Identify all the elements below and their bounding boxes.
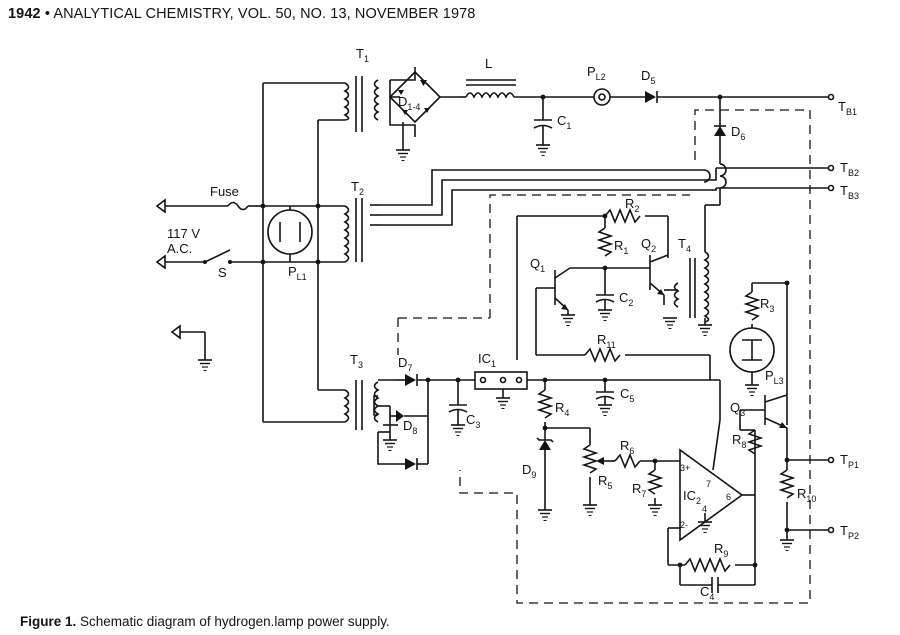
diode-d8 [396, 410, 404, 422]
r6-label: R6 [620, 438, 634, 456]
pilot-lamp-pl2 [593, 88, 645, 106]
regulator-section [373, 371, 764, 593]
r7-label: R7 [632, 481, 646, 499]
tp1-label: TP1 [840, 452, 859, 470]
c2-label: C2 [619, 290, 633, 308]
d8-label: D8 [403, 418, 417, 436]
pl3-label: PL3 [765, 368, 784, 386]
d6-label: D6 [731, 124, 745, 142]
shield-enclosure [397, 109, 811, 604]
ic2-label: IC2 [683, 488, 701, 506]
caption-text: Schematic diagram of hydrogen.lamp power… [80, 614, 390, 629]
r3-label: R3 [760, 296, 774, 314]
c4-label: C4 [700, 584, 714, 602]
t2-secondary-leads [380, 167, 828, 226]
fuse-symbol [227, 201, 249, 211]
input-type-label: A.C. [167, 241, 192, 256]
tb1-label: TB1 [838, 99, 857, 117]
ic2-pin-4: 4 [702, 504, 707, 514]
c5-label: C5 [620, 386, 634, 404]
r1-label: R1 [614, 238, 628, 256]
lamp-regulator-section [729, 280, 828, 552]
bridge-rectifier-d1-4 [388, 67, 460, 162]
d9-label: D9 [522, 462, 536, 480]
r8-label: R8 [732, 432, 746, 450]
tb2-label: TB2 [840, 160, 859, 178]
tb3-label: TB3 [840, 183, 859, 201]
resistor-r9 [684, 556, 731, 574]
switch-s [204, 249, 231, 263]
l-label: L [485, 56, 492, 71]
resistor-r6 [614, 452, 641, 470]
output-terminals [827, 93, 835, 534]
pl2-label: PL2 [587, 64, 606, 82]
diode-d6 [704, 97, 727, 252]
q2-label: Q2 [641, 236, 656, 254]
resistor-r10 [778, 469, 796, 499]
transformer-t2 [343, 198, 380, 263]
choke-l [460, 79, 594, 99]
potentiometer-r5 [581, 444, 599, 474]
r10-label: R10 [797, 486, 816, 504]
ac-input [155, 198, 263, 270]
resistor-r2 [604, 207, 641, 225]
t3-label: T3 [350, 352, 363, 370]
r5-label: R5 [598, 473, 612, 491]
c1-label: C1 [557, 113, 571, 131]
d7-label: D7 [398, 355, 412, 373]
ic1-label: IC1 [478, 351, 496, 369]
resistor-r8 [746, 429, 764, 455]
t4-label: T4 [678, 236, 691, 254]
transformer-t1 [343, 76, 380, 132]
page-header: 1942 • ANALYTICAL CHEMISTRY, VOL. 50, NO… [8, 6, 475, 22]
c3-label: C3 [466, 412, 480, 430]
page-number: 1942 [8, 6, 41, 22]
t2-label: T2 [351, 179, 364, 197]
fuse-label: Fuse [210, 184, 239, 199]
resistor-r4 [536, 389, 554, 419]
r11-label: R11 [597, 332, 616, 350]
journal-line: ANALYTICAL CHEMISTRY, VOL. 50, NO. 13, N… [53, 6, 476, 22]
resistor-r1 [596, 227, 614, 257]
resistor-r3 [743, 291, 761, 321]
pilot-lamp-pl1 [267, 206, 313, 262]
capacitor-c1 [533, 94, 553, 157]
ic2-pin-7: 7 [706, 479, 711, 489]
transformer-t3 [343, 380, 380, 430]
d5-label: D5 [641, 68, 655, 86]
q1-label: Q1 [530, 256, 545, 274]
ic2-pin-6: 6 [726, 492, 731, 502]
diode-d5 [645, 91, 828, 103]
r9-label: R9 [714, 541, 728, 559]
diode-d7 [405, 374, 416, 386]
t1-label: T1 [356, 46, 369, 64]
d1-4-label: D1-4 [398, 94, 420, 112]
figure-caption: Figure 1. Schematic diagram of hydrogen.… [20, 614, 390, 629]
switch-label: S [218, 265, 227, 280]
header-bullet: • [44, 6, 50, 22]
ic2-pin-3: 3+ [680, 463, 690, 473]
q3-label: Q3 [730, 400, 745, 418]
resistor-r7 [646, 469, 664, 495]
oscillator-section [516, 207, 713, 380]
tp2-label: TP2 [840, 523, 859, 541]
chassis-ground [170, 324, 213, 372]
primary-bus [260, 82, 345, 423]
opamp-ic2 [679, 448, 744, 542]
figure-label: Figure 1. [20, 614, 77, 629]
input-voltage-label: 117 V [167, 226, 200, 241]
resistor-r11 [584, 346, 621, 364]
zener-d9 [539, 440, 551, 450]
ic2-pin-2: 2- [680, 520, 688, 530]
r4-label: R4 [555, 400, 569, 418]
pl1-label: PL1 [288, 264, 307, 282]
r2-label: R2 [625, 196, 639, 214]
